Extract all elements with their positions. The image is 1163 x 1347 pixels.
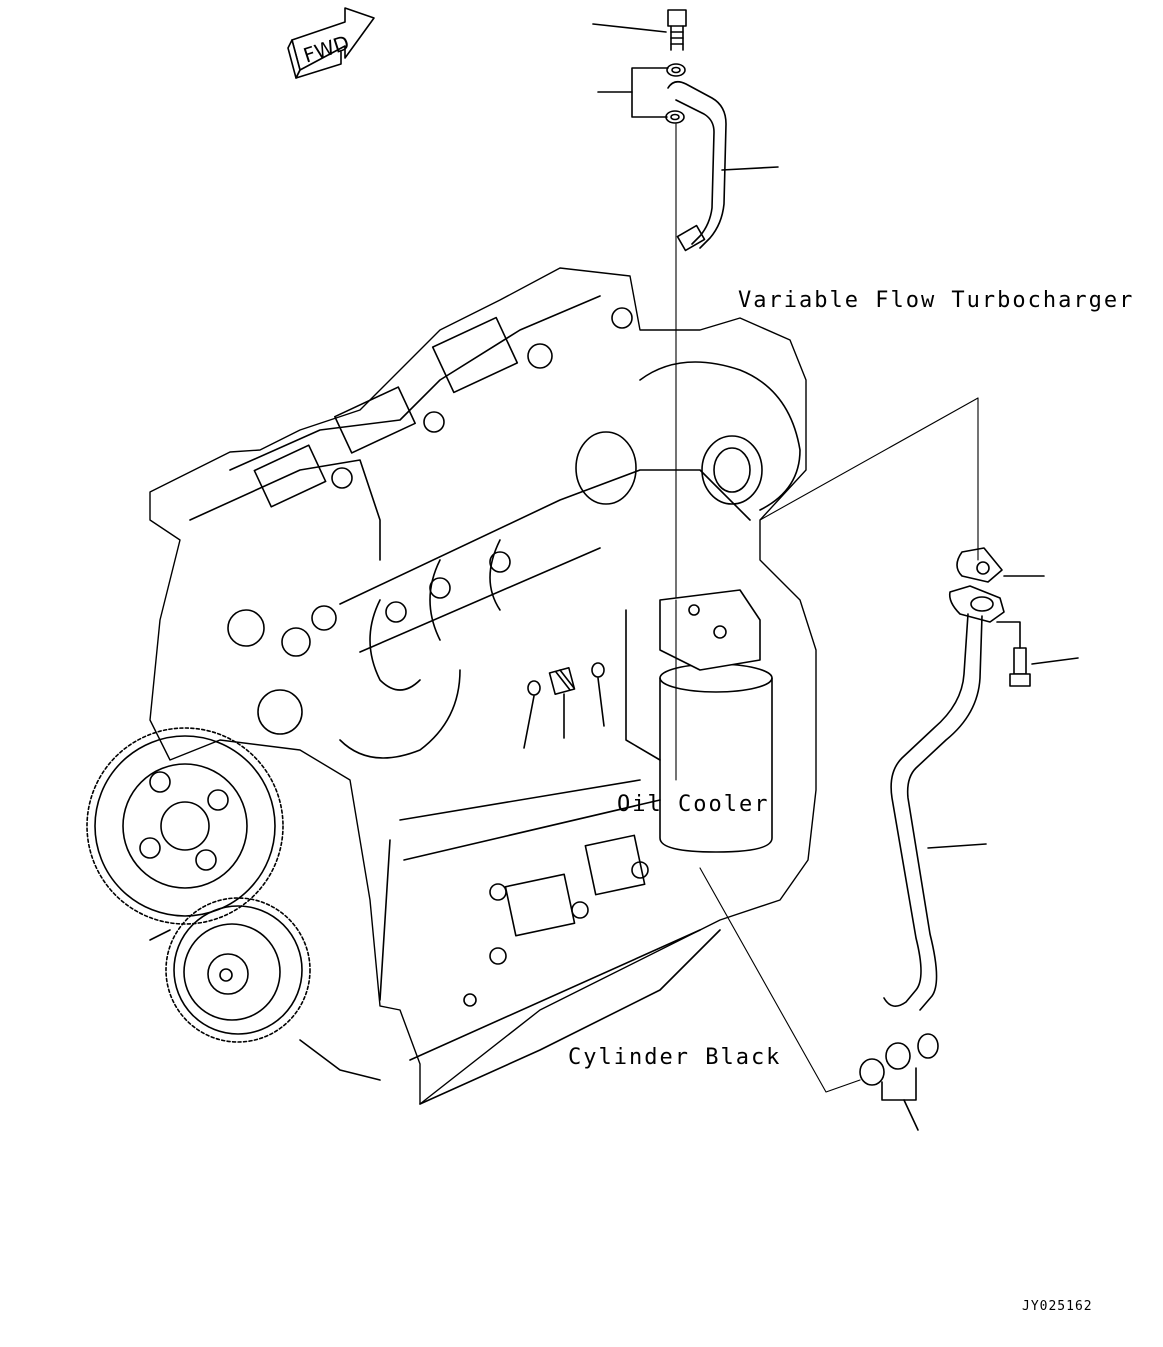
copper-washers [597,63,686,124]
oil-return-pipe [759,397,1045,1059]
drawing-code-label: JY025162 [1022,1299,1093,1314]
oil-cooler-fittings [523,662,605,749]
flange-bolt-right [996,621,1079,687]
engine-block [86,267,817,1105]
oil-inlet-pipe [667,80,779,601]
oil-cooler-label: Oil Cooler [617,792,770,817]
turbocharger-label: Variable Flow Turbocharger [738,288,1135,313]
cylinder-block-label: Cylinder Black [568,1045,782,1070]
fwd-arrow-icon: FWD [287,7,375,79]
banjo-bolt-top [592,9,687,51]
return-washers [699,867,919,1131]
